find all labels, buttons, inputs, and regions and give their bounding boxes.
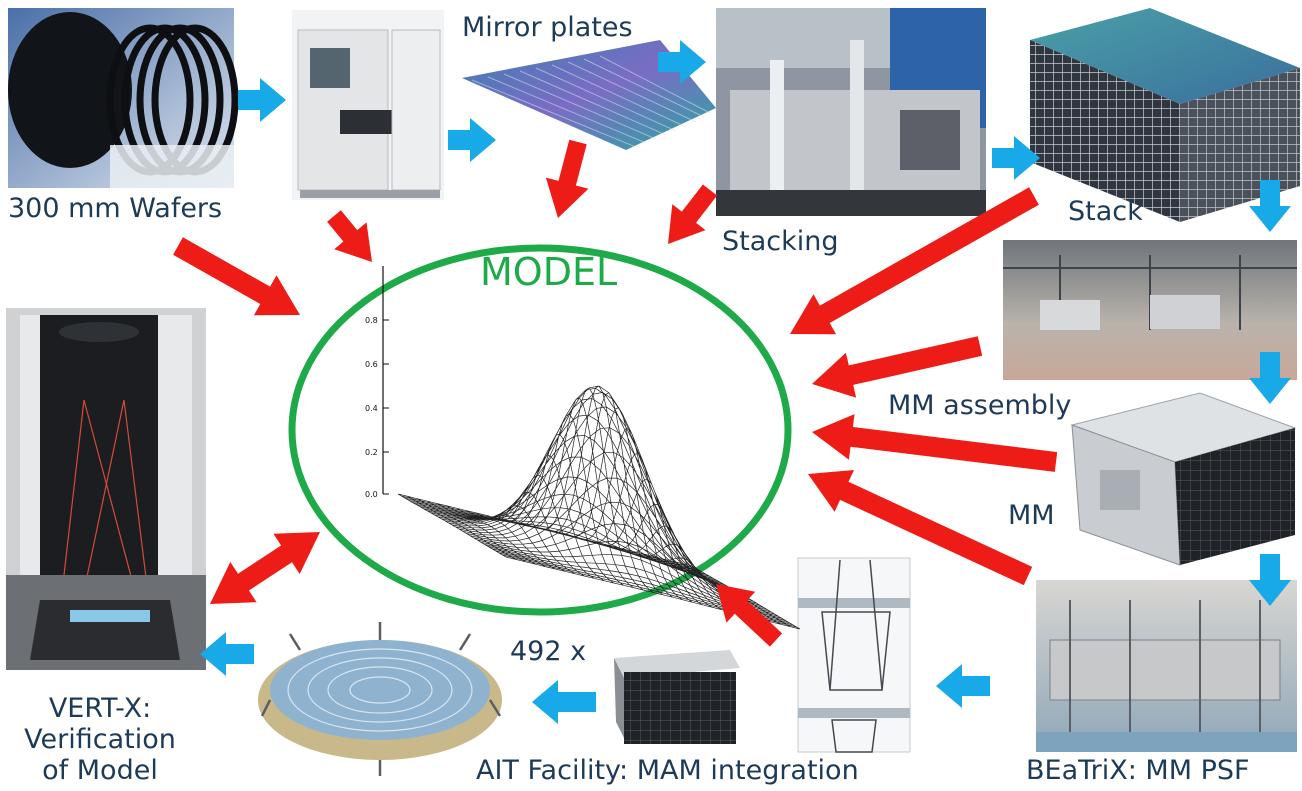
blue-arrow-8 — [936, 664, 990, 708]
label-beatrix-mm-psf: BEaTriX: MM PSF — [1026, 755, 1250, 786]
machine-photo — [292, 10, 444, 200]
mirror-plate-photo — [462, 40, 716, 150]
stack-photo — [1030, 8, 1300, 222]
blue-arrow-1 — [238, 78, 286, 122]
red-arrow-mm-assembly — [812, 336, 983, 398]
blue-arrows — [200, 40, 1291, 724]
blue-arrow-9 — [532, 680, 596, 724]
label-mirror-plates: Mirror plates — [462, 12, 633, 43]
red-arrow-beatrix — [808, 470, 1033, 586]
blue-arrow-6 — [1249, 352, 1291, 404]
blue-arrow-2 — [448, 118, 496, 162]
red-arrow-wafers — [173, 237, 300, 316]
model-title: MODEL — [480, 250, 618, 294]
stacking-photo — [716, 8, 986, 216]
label-mm: MM — [1008, 500, 1055, 531]
z-tick-label: 0.2 — [365, 448, 378, 457]
model-ellipse — [288, 244, 792, 616]
mirror-ring-photo — [258, 622, 502, 776]
label-vertx-line3: of Model — [42, 755, 158, 786]
blue-arrow-5 — [1249, 180, 1291, 232]
ait-tower-photo — [797, 557, 911, 753]
red-arrow-mm — [812, 414, 1058, 472]
plot-z-axis: 0.8 0.6 0.4 0.2 0.0 — [365, 266, 389, 499]
z-tick-label: 0.0 — [365, 490, 378, 499]
red-arrow-ait — [716, 584, 783, 647]
blue-arrow-3 — [658, 40, 706, 84]
label-ait-facility: AIT Facility: MAM integration — [476, 755, 859, 786]
vertx-tower-photo — [6, 308, 206, 670]
beatrix-photo — [1036, 580, 1297, 752]
red-arrow-mirror-plates — [545, 139, 589, 218]
wafers-photo — [8, 8, 239, 188]
mm-module-photo — [1065, 388, 1297, 573]
red-arrow-stack — [790, 187, 1039, 335]
label-stack: Stack — [1068, 196, 1143, 227]
blue-arrow-4 — [992, 136, 1040, 180]
blue-arrow-10 — [200, 632, 254, 676]
blue-arrow-7 — [1249, 554, 1291, 606]
label-300mm-wafers: 300 mm Wafers — [8, 193, 223, 224]
red-arrow-stacking — [668, 184, 718, 244]
red-arrows — [173, 139, 1058, 647]
z-tick-label: 0.8 — [365, 316, 378, 325]
gaussian-surface-plot — [397, 385, 801, 630]
label-492x: 492 x — [510, 636, 587, 667]
z-tick-label: 0.6 — [365, 360, 378, 369]
mm-assembly-photo — [1003, 240, 1297, 380]
red-arrow-machine — [327, 210, 372, 262]
label-vertx-line1: VERT-X: — [48, 693, 152, 724]
label-vertx-line2: Verification — [24, 724, 176, 755]
label-mm-assembly: MM assembly — [888, 390, 1072, 421]
label-stacking: Stacking — [722, 226, 839, 257]
z-tick-label: 0.4 — [365, 404, 378, 413]
red-arrow-vertx — [210, 532, 320, 604]
mam-module-photo — [614, 650, 740, 744]
gaussian-wireframe — [397, 385, 801, 630]
